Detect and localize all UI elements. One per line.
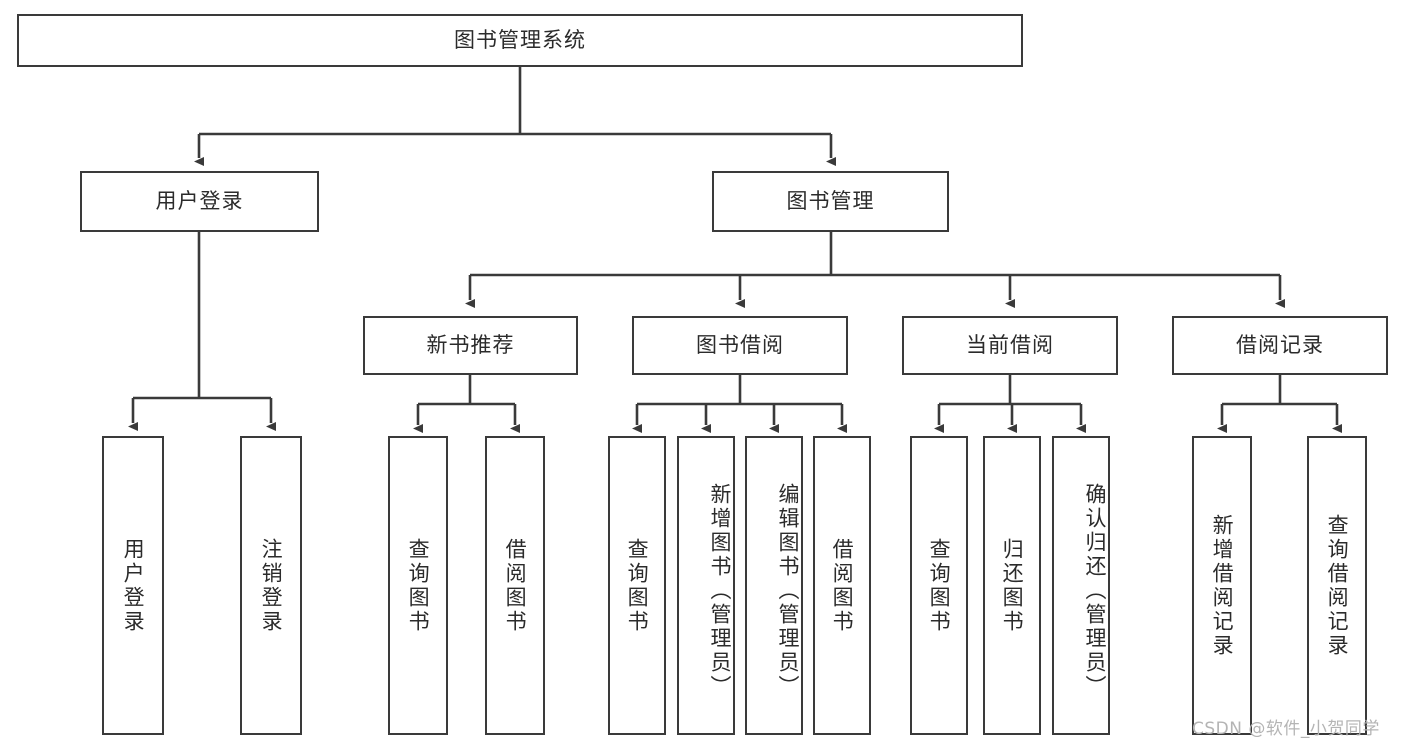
node-label: 借阅图书 xyxy=(503,537,528,634)
node-label: 查询图书 xyxy=(625,537,650,634)
node-level3-1[interactable]: 图书借阅 xyxy=(632,316,848,375)
node-label: 编辑图书（管理员） xyxy=(776,482,800,699)
node-level2-0[interactable]: 用户登录 xyxy=(80,171,319,232)
node-label: 查询图书 xyxy=(927,537,952,634)
node-leaf-1[interactable]: 注销登录 xyxy=(240,436,302,735)
node-label: 归还图书 xyxy=(1000,537,1025,634)
node-leaf-2[interactable]: 查询图书 xyxy=(388,436,448,735)
node-leaf-0[interactable]: 用户登录 xyxy=(102,436,164,735)
node-leaf-11[interactable]: 新增借阅记录 xyxy=(1192,436,1252,735)
node-leaf-4[interactable]: 查询图书 xyxy=(608,436,666,735)
node-label: 新增图书（管理员） xyxy=(708,482,732,699)
node-label: 用户登录 xyxy=(155,188,244,213)
node-label: 新增借阅记录 xyxy=(1210,513,1235,658)
node-label: 当前借阅 xyxy=(966,332,1054,357)
node-leaf-3[interactable]: 借阅图书 xyxy=(485,436,545,735)
node-root-label: 图书管理系统 xyxy=(454,27,586,52)
node-label: 注销登录 xyxy=(259,537,284,634)
node-label: 查询图书 xyxy=(406,537,431,634)
node-label: 图书借阅 xyxy=(696,332,784,357)
node-leaf-10[interactable]: 确认归还（管理员） xyxy=(1052,436,1110,735)
node-leaf-7[interactable]: 借阅图书 xyxy=(813,436,871,735)
node-root[interactable]: 图书管理系统 xyxy=(17,14,1023,67)
node-label: 借阅记录 xyxy=(1236,332,1324,357)
node-label: 查询借阅记录 xyxy=(1325,513,1350,658)
node-leaf-8[interactable]: 查询图书 xyxy=(910,436,968,735)
node-level2-1[interactable]: 图书管理 xyxy=(712,171,949,232)
node-leaf-12[interactable]: 查询借阅记录 xyxy=(1307,436,1367,735)
node-leaf-5[interactable]: 新增图书（管理员） xyxy=(677,436,735,735)
node-label: 借阅图书 xyxy=(830,537,855,634)
node-level3-0[interactable]: 新书推荐 xyxy=(363,316,578,375)
node-label: 确认归还（管理员） xyxy=(1083,482,1107,699)
node-label: 用户登录 xyxy=(121,537,146,634)
node-label: 新书推荐 xyxy=(426,332,515,357)
node-label: 图书管理 xyxy=(786,188,875,213)
node-leaf-9[interactable]: 归还图书 xyxy=(983,436,1041,735)
node-leaf-6[interactable]: 编辑图书（管理员） xyxy=(745,436,803,735)
node-level3-2[interactable]: 当前借阅 xyxy=(902,316,1118,375)
node-level3-3[interactable]: 借阅记录 xyxy=(1172,316,1388,375)
csdn-watermark: CSDN @软件_小贺同学 xyxy=(1192,719,1380,739)
